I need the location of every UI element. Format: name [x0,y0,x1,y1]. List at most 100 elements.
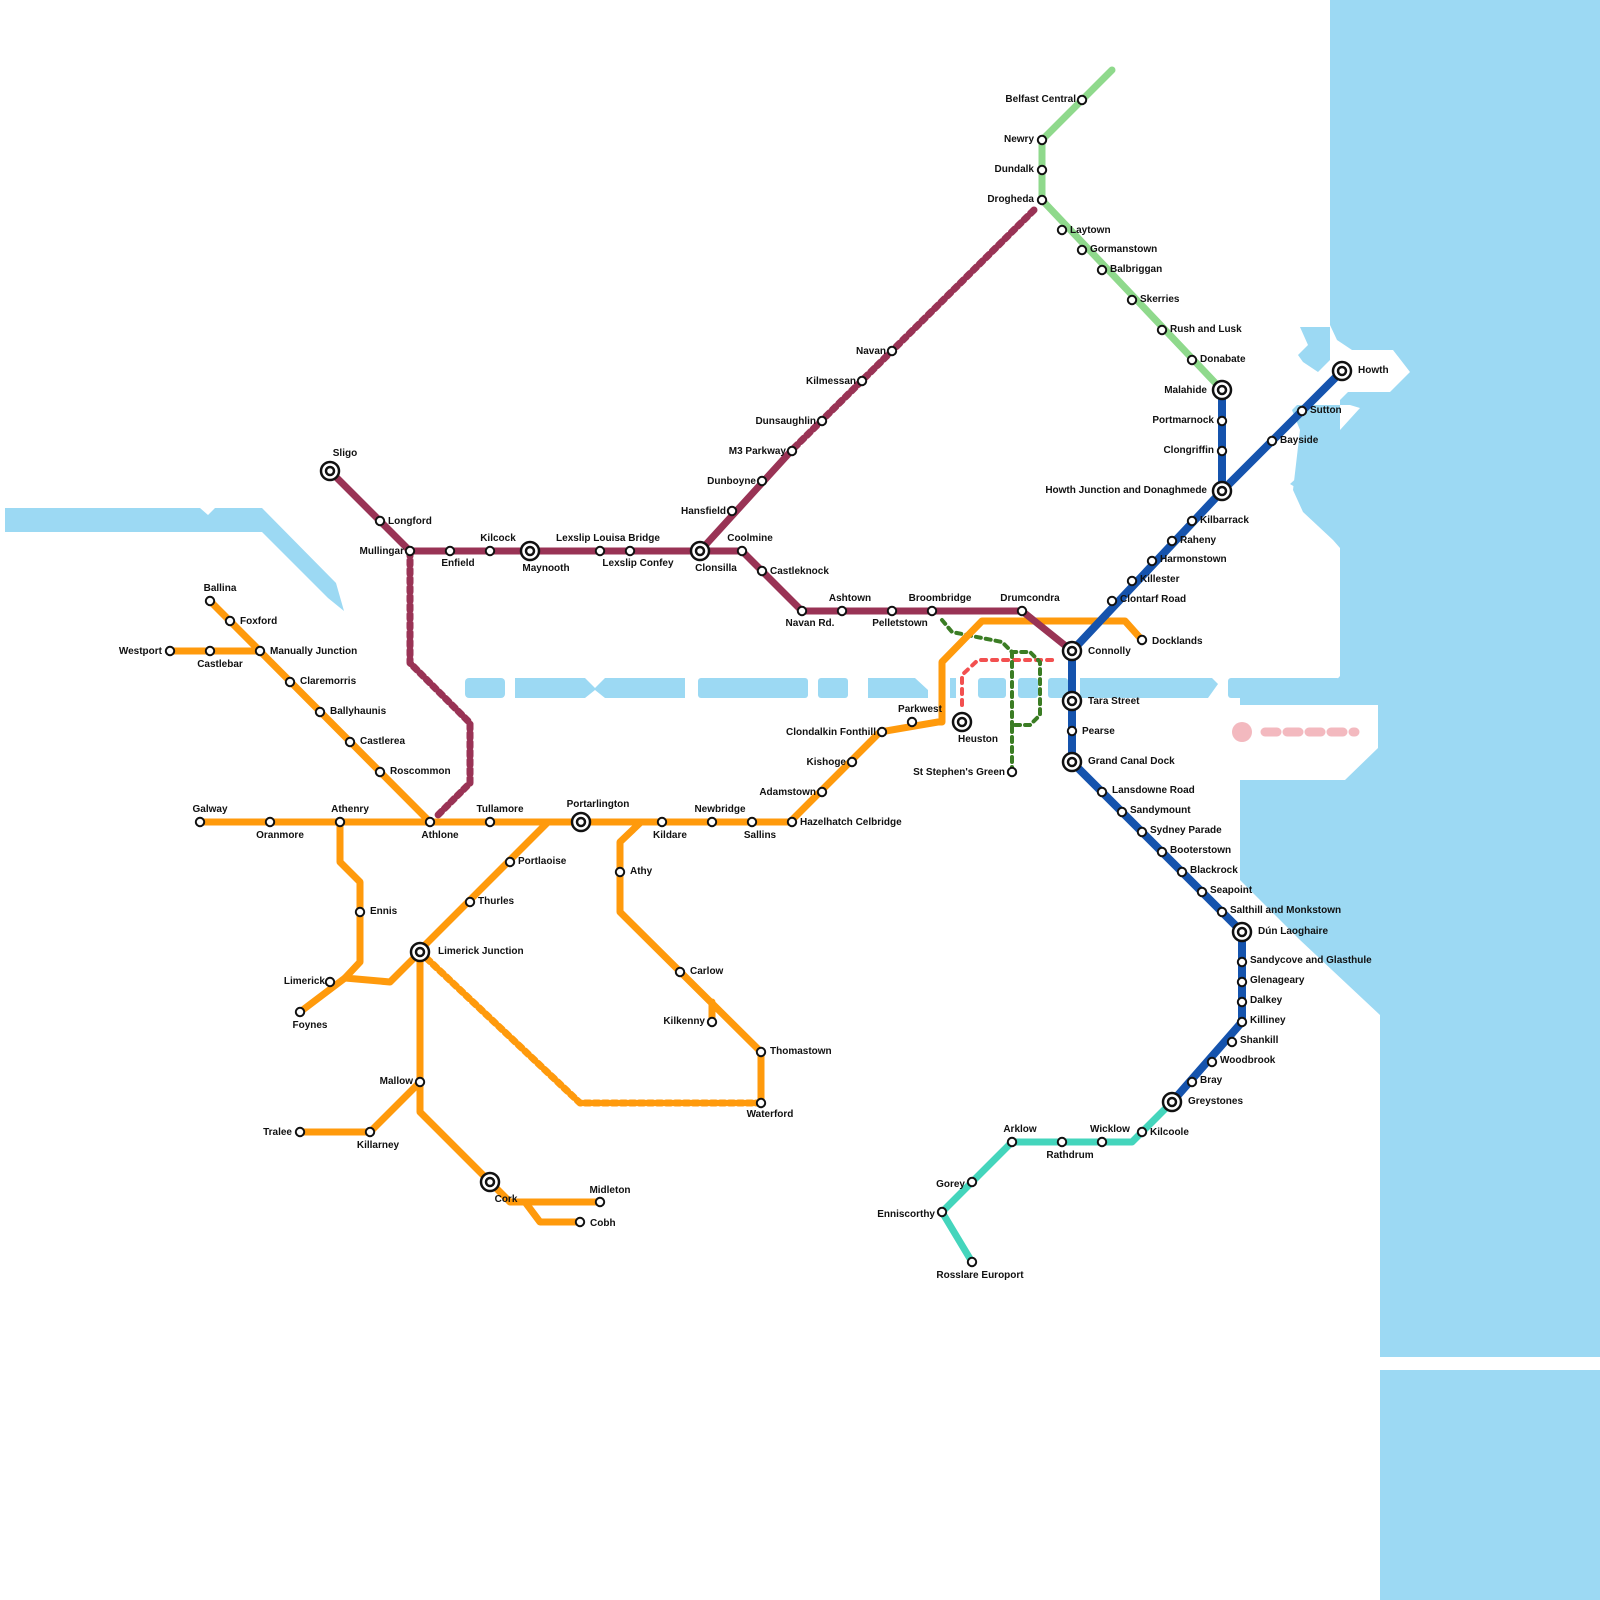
station-marker-portarlington [570,811,592,833]
station-marker-dunboyne [756,475,768,487]
station-label-kilbarrack: Kilbarrack [1200,515,1249,526]
station-marker-kildare [656,816,668,828]
station-marker-midleton [594,1196,606,1208]
station-marker-ashtown [836,605,848,617]
sea-lower-block [1380,1370,1600,1600]
station-marker-sydney-parade [1136,826,1148,838]
station-label-howth: Howth [1358,365,1389,376]
station-label-dalkey: Dalkey [1250,995,1283,1006]
station-label-ballina: Ballina [204,583,237,594]
station-marker-enniscorthy [936,1206,948,1218]
station-marker-waterford [755,1097,767,1109]
station-marker-balbriggan [1096,264,1108,276]
station-marker-kilmessan [856,375,868,387]
station-label-castlerea: Castlerea [360,736,405,747]
stations-layer [164,94,1353,1268]
station-marker-killarney [364,1126,376,1138]
station-marker-kilbarrack [1186,515,1198,527]
station-label-sutton: Sutton [1310,405,1342,416]
station-label-rathdrum: Rathdrum [1046,1150,1093,1161]
station-marker-heuston [951,711,973,733]
station-marker-newry [1036,134,1048,146]
station-marker-tara-street [1061,690,1083,712]
station-label-claremorris: Claremorris [300,676,357,687]
station-label-clontarf-road: Clontarf Road [1120,594,1186,605]
station-label-roscommon: Roscommon [390,766,451,777]
station-marker-rosslare [966,1256,978,1268]
station-label-blackrock: Blackrock [1190,865,1238,876]
luas-green-line [940,618,1042,774]
intercity-dublin-galway [196,617,1086,826]
station-marker-ennis [354,906,366,918]
station-marker-sallins [746,816,758,828]
station-marker-claremorris [284,676,296,688]
station-label-mallow: Mallow [380,1076,414,1087]
station-label-athlone: Athlone [421,830,459,841]
station-marker-clonsilla [689,540,711,562]
station-label-cobh: Cobh [590,1218,616,1229]
station-label-broombridge: Broombridge [909,593,972,604]
station-label-foynes: Foynes [292,1020,327,1031]
station-label-parkwest: Parkwest [898,704,943,715]
station-label-ballyhaunis: Ballyhaunis [330,706,387,717]
station-label-coolmine: Coolmine [727,533,773,544]
station-marker-clondalkin [876,726,888,738]
station-label-waterford: Waterford [747,1109,794,1120]
station-label-portarlington: Portarlington [567,799,630,810]
station-marker-manually-junction [254,645,266,657]
station-marker-arklow [1006,1136,1018,1148]
station-label-heuston: Heuston [958,734,998,745]
station-marker-blackrock [1176,866,1188,878]
station-label-laytown: Laytown [1070,225,1111,236]
station-label-killarney: Killarney [357,1140,400,1151]
station-marker-hazelhatch [786,816,798,828]
station-label-kildare: Kildare [653,830,687,841]
station-label-newbridge: Newbridge [694,804,746,815]
station-label-donabate: Donabate [1200,354,1246,365]
station-marker-confey [624,545,636,557]
station-label-rush-and-lusk: Rush and Lusk [1170,324,1242,335]
station-marker-westport [164,645,176,657]
station-label-booterstown: Booterstown [1170,845,1231,856]
station-label-adamstown: Adamstown [759,787,816,798]
station-marker-belfast-central [1076,94,1088,106]
station-marker-athlone [424,816,436,828]
station-label-bayside: Bayside [1280,435,1319,446]
station-marker-sligo [319,460,341,482]
intercity-dublin-cork [416,818,604,1206]
station-label-docklands: Docklands [1152,636,1203,647]
station-marker-seapoint [1196,886,1208,898]
station-label-sandycove: Sandycove and Glasthule [1250,955,1372,966]
station-label-carlow: Carlow [690,966,724,977]
station-marker-sandymount [1116,806,1128,818]
station-marker-gormanstown [1076,244,1088,256]
liffey-seg-9 [1048,678,1068,698]
station-label-enniscorthy: Enniscorthy [877,1209,935,1220]
station-label-portmarnock: Portmarnock [1152,415,1214,426]
station-label-tullamore: Tullamore [476,804,523,815]
station-marker-portmarnock [1216,415,1228,427]
intercity-waterford [616,818,765,1107]
station-label-ennis: Ennis [370,906,398,917]
enterprise-line [1038,66,1226,394]
station-marker-cork [479,1171,501,1193]
station-label-thomastown: Thomastown [770,1046,832,1057]
station-marker-broombridge [926,605,938,617]
station-label-dun-laoghaire: Dún Laoghaire [1258,926,1328,937]
station-marker-connolly [1061,640,1083,662]
station-label-athy: Athy [630,866,653,877]
station-marker-hansfield [726,505,738,517]
station-label-tara-street: Tara Street [1088,696,1140,707]
station-marker-grand-canal-dock [1061,751,1083,773]
dart-howth-branch [1218,367,1346,495]
station-label-sandymount: Sandymount [1130,805,1191,816]
station-label-greystones: Greystones [1188,1096,1243,1107]
station-marker-roscommon [374,766,386,778]
station-label-gorey: Gorey [936,1179,965,1190]
station-marker-ballyhaunis [314,706,326,718]
station-label-pearse: Pearse [1082,726,1115,737]
station-marker-tullamore [484,816,496,828]
station-label-drogheda: Drogheda [987,194,1034,205]
station-label-m3-parkway: M3 Parkway [729,446,787,457]
